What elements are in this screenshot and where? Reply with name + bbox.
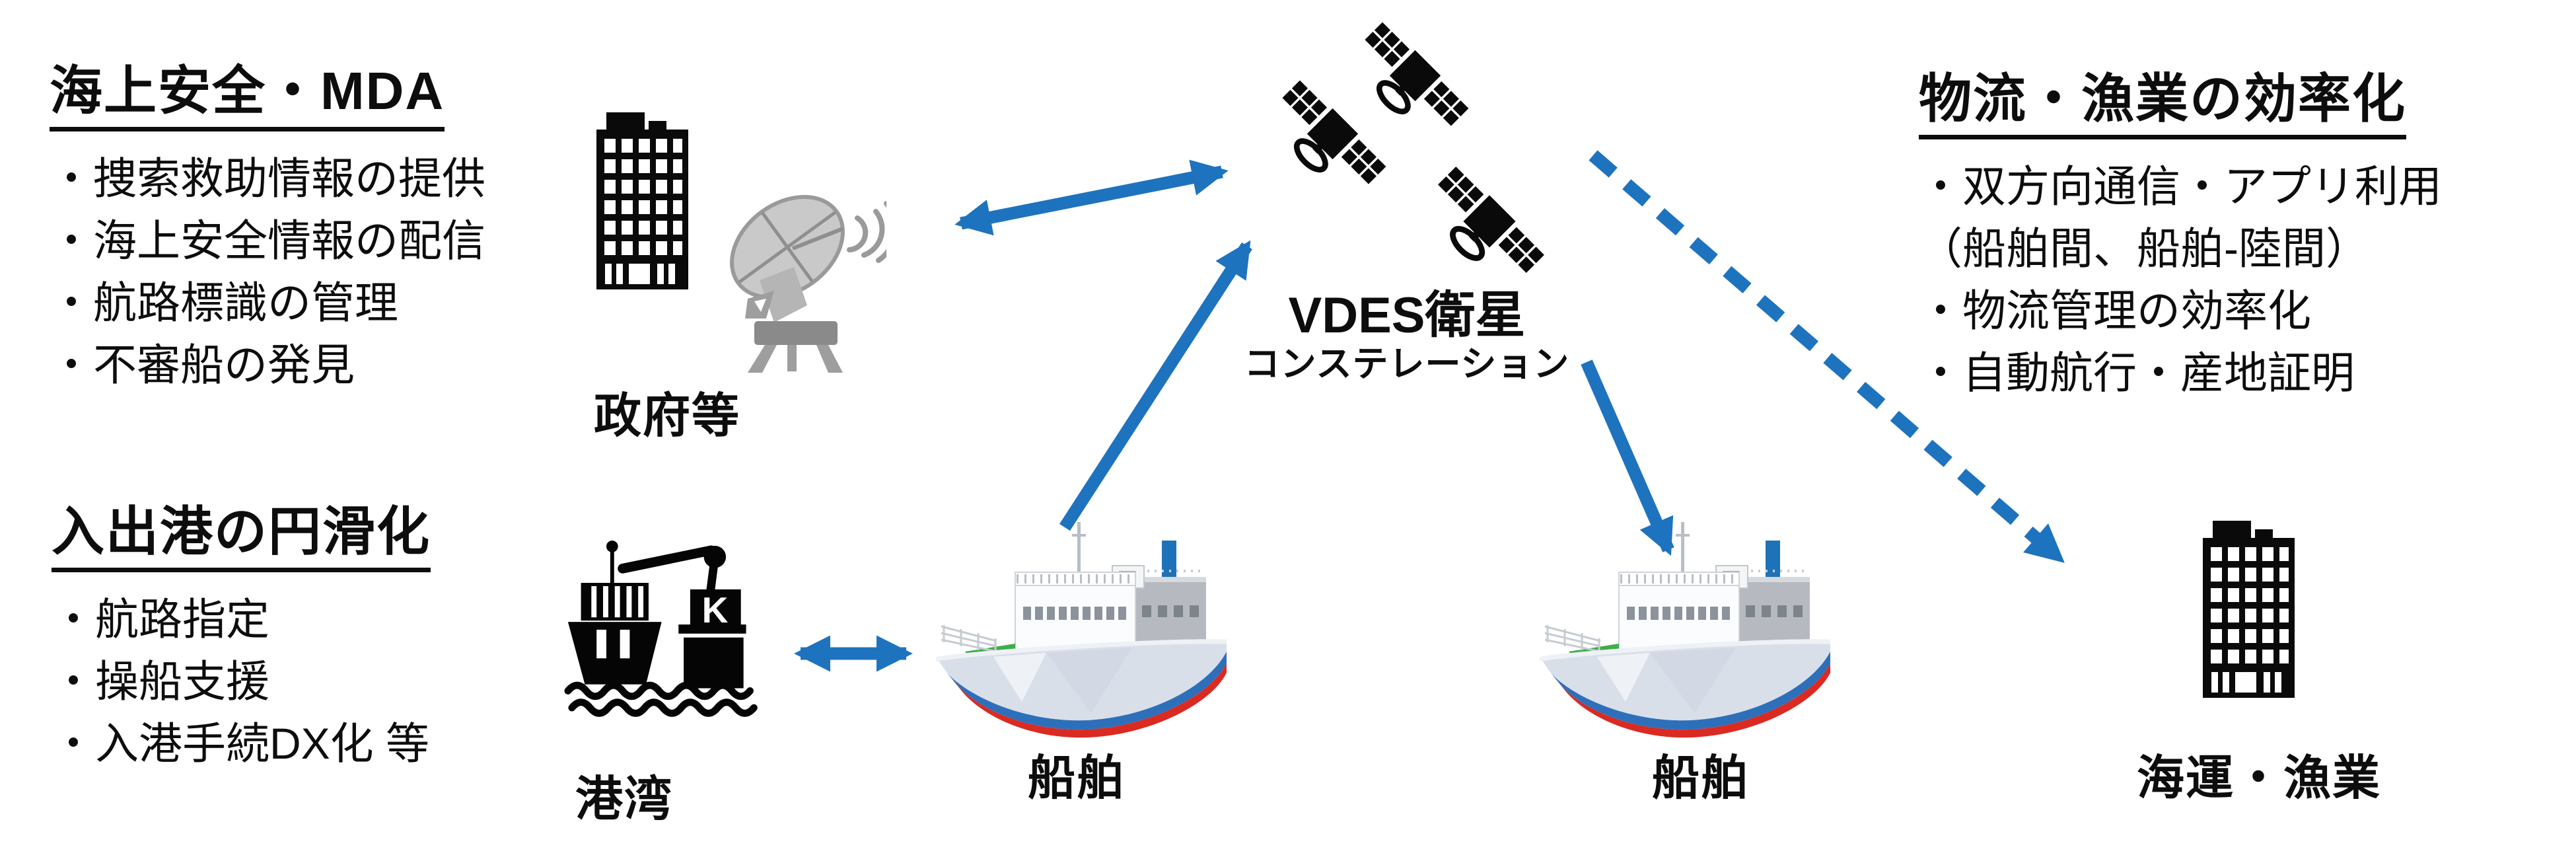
satellite-icon [1265, 66, 1400, 202]
svg-text:K: K [702, 589, 729, 630]
arrow-government-satellite [954, 159, 1229, 236]
port-crane-icon: K [563, 525, 771, 727]
vdes-constellation-subtitle: コンステレーション [1244, 344, 1570, 384]
bullet-item: ・航路標識の管理 [50, 278, 398, 327]
bullet-item: ・物流管理の効率化 [1919, 286, 2311, 335]
vdes-satellite-title: VDES衛星 [1288, 287, 1526, 344]
arrow-ship-to-satellite [1059, 240, 1252, 531]
bullet-item: ・不審船の発見 [50, 340, 355, 389]
satellite-icon [1420, 152, 1559, 291]
bullet-item: ・操船支援 [52, 657, 269, 706]
ship-icon [1534, 514, 1839, 739]
bullet-item: （船舶間、船舶-陸間） [1919, 224, 2369, 273]
office-building-icon [2201, 521, 2297, 698]
bullet-item: ・海上安全情報の配信 [50, 216, 485, 265]
ship-right-label: 船舶 [1651, 752, 1750, 805]
section-title-port-entry: 入出港の円滑化 [52, 504, 431, 572]
section-title-logistics: 物流・漁業の効率化 [1919, 71, 2406, 139]
bullet-item: ・自動航行・産地証明 [1919, 348, 2355, 397]
shipping-fishery-label: 海運・漁業 [2137, 752, 2382, 805]
section-title-maritime-safety: 海上安全・MDA [50, 63, 445, 132]
ship-left-label: 船舶 [1027, 752, 1126, 805]
arrow-satellite-to-ship [1581, 359, 1674, 556]
section-maritime-safety: 海上安全・MDA ・捜索救助情報の提供 ・海上安全情報の配信 ・航路標識の管理 … [50, 63, 485, 396]
section-port-entry: 入出港の円滑化 ・航路指定 ・操船支援 ・入港手続DX化 等 [52, 504, 431, 774]
satellite-constellation-label: VDES衛星 コンステレーション [1232, 288, 1582, 385]
satellite-icon [1347, 8, 1483, 143]
bullet-item: ・捜索救助情報の提供 [50, 154, 485, 203]
government-building-icon [594, 112, 690, 289]
government-label: 政府等 [593, 390, 740, 443]
bullet-item: ・双方向通信・アプリ利用 [1919, 162, 2442, 211]
bullet-item: ・入港手続DX化 等 [52, 719, 430, 768]
satellite-dish-icon [713, 169, 886, 375]
bullet-item: ・航路指定 [52, 595, 269, 644]
port-label: 港湾 [575, 773, 673, 826]
section-logistics: 物流・漁業の効率化 ・双方向通信・アプリ利用 （船舶間、船舶-陸間） ・物流管理… [1919, 71, 2442, 404]
ship-icon [930, 514, 1235, 739]
arrow-satellite-to-shipping-dashed [1589, 150, 2065, 564]
